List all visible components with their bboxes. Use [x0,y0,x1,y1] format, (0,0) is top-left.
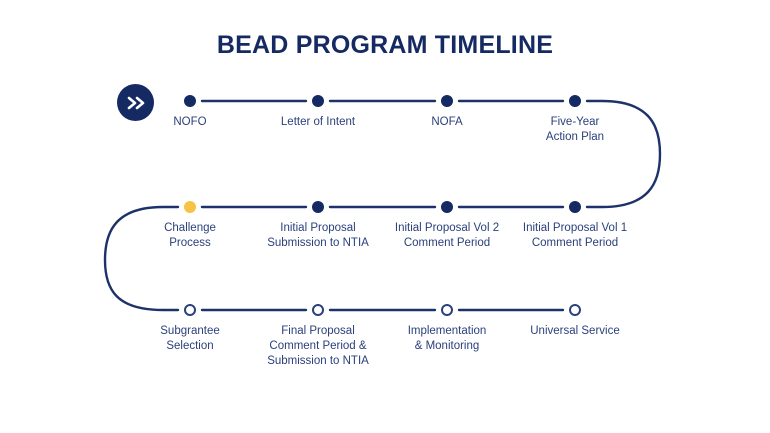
node-label: Challenge Process [164,222,216,249]
node-marker-filled [569,95,581,107]
node-marker-filled [569,201,581,213]
node-marker-filled [312,95,324,107]
node-label: NOFO [173,116,207,128]
double-chevron-right-icon [126,96,146,110]
node-marker-filled [441,95,453,107]
node-label: Initial Proposal Vol 1 Comment Period [522,222,628,249]
page-title: BEAD PROGRAM TIMELINE [216,31,554,59]
node-marker-filled [441,201,453,213]
timeline-start-badge [117,84,154,121]
node-label: Subgrantee Selection [160,325,220,352]
node-label: Letter of Intent [280,116,356,128]
node-label: NOFA [431,116,463,128]
node-label: Initial Proposal Submission to NTIA [267,222,369,249]
node-marker-filled [184,95,196,107]
node-marker-hollow [184,304,196,316]
node-label: Universal Service [530,325,620,337]
node-marker-hollow [569,304,581,316]
node-marker-hollow [441,304,453,316]
node-marker-hollow [312,304,324,316]
node-label: Initial Proposal Vol 2 Comment Period [394,222,500,249]
node-marker-filled [312,201,324,213]
node-marker-current [184,201,196,213]
node-label: Final Proposal Comment Period & Submissi… [267,325,369,367]
node-label: Implementation & Monitoring [407,325,487,352]
node-label: Five-Year Action Plan [545,116,605,143]
